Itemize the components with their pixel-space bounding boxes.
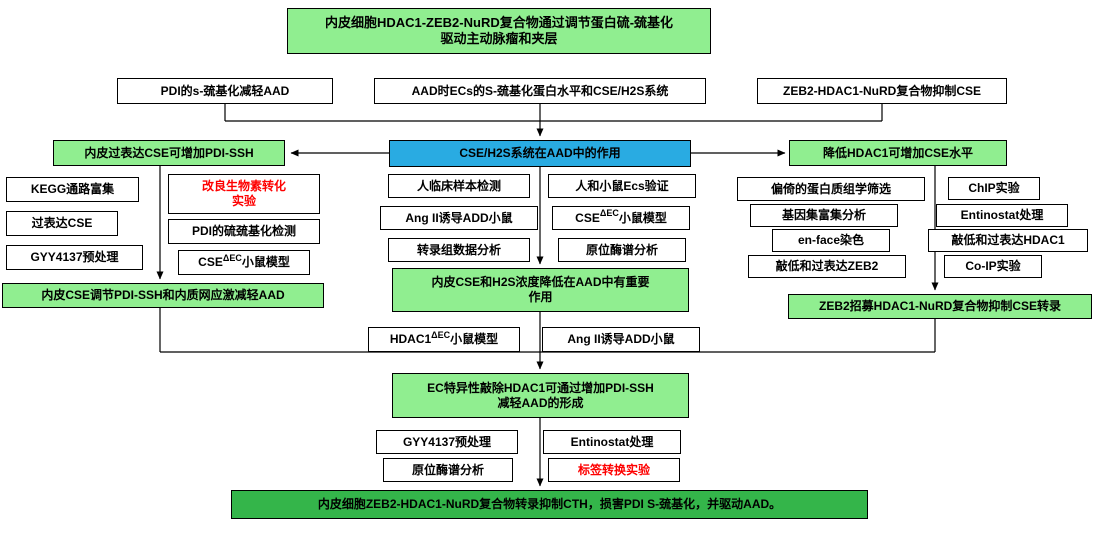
superscript: ΔEC <box>431 329 451 340</box>
model-suffix: 小鼠模型 <box>450 332 499 346</box>
main-title-box: 内皮细胞HDAC1-ZEB2-NuRD复合物通过调节蛋白硫-巯基化 驱动主动脉瘤… <box>287 8 711 54</box>
node-right-conclusion: ZEB2招募HDAC1-NuRD复合物抑制CSE转录 <box>788 294 1092 319</box>
node-endo-overexpress-cse-pdi-ssh: 内皮过表达CSE可增加PDI-SSH <box>53 140 285 166</box>
model-name: CSE <box>575 210 600 225</box>
node-gyy4137-pretreatment-1: GYY4137预处理 <box>6 245 143 270</box>
node-chip-assay: ChIP实验 <box>948 177 1040 200</box>
node-pdi-ssh-reduces-aad: PDI的s-巯基化减轻AAD <box>117 78 333 104</box>
node-kegg-enrichment: KEGG通路富集 <box>6 177 139 202</box>
node-unbiased-proteomics-screen: 偏倚的蛋白质组学筛选 <box>737 177 925 201</box>
node-left-conclusion: 内皮CSE调节PDI-SSH和内质网应激减轻AAD <box>2 283 324 308</box>
node-center-conclusion-2: EC特异性敲除HDAC1可通过增加PDI-SSH 减轻AAD的形成 <box>392 373 689 418</box>
node-transcriptome-analysis: 转录组数据分析 <box>388 238 530 262</box>
node-pdi-sulfhydration-detection: PDI的硫巯基化检测 <box>168 219 320 244</box>
node-angii-induced-add-mouse-2: Ang II诱导ADD小鼠 <box>542 327 700 352</box>
model-suffix: 小鼠模型 <box>618 210 667 225</box>
model-suffix: 小鼠模型 <box>241 255 290 269</box>
node-en-face-staining: en-face染色 <box>772 229 890 252</box>
node-human-mouse-ecs-validation: 人和小鼠Ecs验证 <box>548 174 696 198</box>
node-in-situ-zymography-2: 原位酶谱分析 <box>383 458 513 482</box>
model-name: HDAC1 <box>389 332 432 346</box>
node-coip-assay: Co-IP实验 <box>944 255 1042 278</box>
node-gene-set-enrichment: 基因集富集分析 <box>750 204 898 227</box>
node-final-conclusion: 内皮细胞ZEB2-HDAC1-NuRD复合物转录抑制CTH，损害PDI S-巯基… <box>231 490 868 519</box>
node-entinostat-treatment-2: Entinostat处理 <box>543 430 681 454</box>
node-entinostat-treatment-1: Entinostat处理 <box>936 204 1068 227</box>
node-aad-ecs-ssh-level: AAD时ECs的S-巯基化蛋白水平和CSE/H2S系统 <box>374 78 706 104</box>
node-kd-oe-zeb2: 敲低和过表达ZEB2 <box>748 255 906 278</box>
model-name: CSE <box>198 255 223 269</box>
node-human-clinical-samples: 人临床样本检测 <box>388 174 530 198</box>
node-modified-biotin-switch: 改良生物素转化 实验 <box>168 174 320 214</box>
node-overexpress-cse: 过表达CSE <box>6 211 118 236</box>
node-cse-h2s-role-in-aad: CSE/H2S系统在AAD中的作用 <box>389 140 691 167</box>
superscript: ΔEC <box>599 208 619 219</box>
node-tag-switch-assay: 标签转换实验 <box>548 458 680 482</box>
node-center-conclusion-1: 内皮CSE和H2S浓度降低在AAD中有重要 作用 <box>392 268 689 312</box>
node-in-situ-zymography-1: 原位酶谱分析 <box>558 238 686 262</box>
node-gyy4137-pretreatment-2: GYY4137预处理 <box>376 430 518 454</box>
superscript: ΔEC <box>222 252 242 263</box>
node-angii-induced-add-mouse-1: Ang II诱导ADD小鼠 <box>380 206 538 230</box>
node-lower-hdac1-increase-cse: 降低HDAC1可增加CSE水平 <box>789 140 1007 166</box>
node-kd-oe-hdac1: 敲低和过表达HDAC1 <box>928 229 1088 252</box>
node-zeb2-complex-inhibits-cse: ZEB2-HDAC1-NuRD复合物抑制CSE <box>757 78 1007 104</box>
